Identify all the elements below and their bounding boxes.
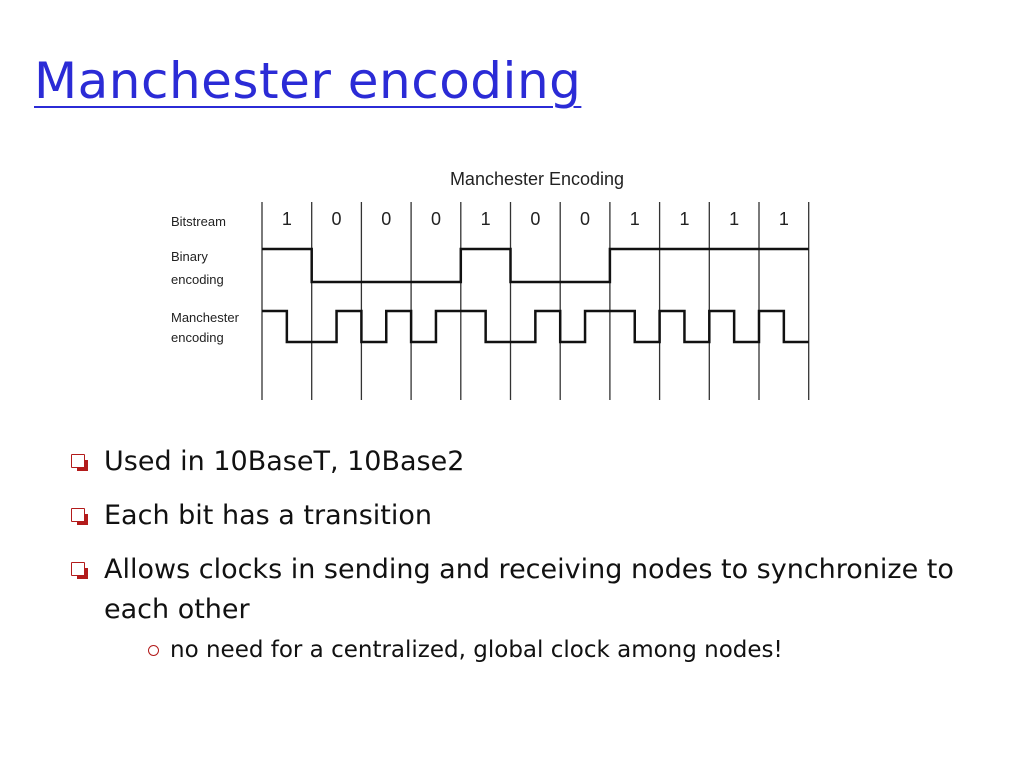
- manchester-diagram: Manchester Encoding Bitstream Binary enc…: [160, 160, 820, 410]
- diagram-canvas: Manchester Encoding Bitstream Binary enc…: [171, 169, 810, 400]
- bullet-list: Used in 10BaseT, 10Base2 Each bit has a …: [68, 442, 968, 666]
- slide-title: Manchester encoding: [34, 52, 582, 110]
- label-binary-1: Binary: [171, 249, 208, 264]
- bit-label: 1: [779, 209, 789, 229]
- bit-label: 0: [431, 209, 441, 229]
- binary-waveform: [262, 247, 809, 284]
- checkbox-bullet-icon: [71, 562, 88, 579]
- bit-label: 0: [580, 209, 590, 229]
- bit-label: 0: [332, 209, 342, 229]
- bit-label: 1: [679, 209, 689, 229]
- label-bitstream: Bitstream: [171, 214, 226, 229]
- bit-label: 1: [729, 209, 739, 229]
- sub-bullet-text: no need for a centralized, global clock …: [170, 637, 783, 663]
- diagram-heading: Manchester Encoding: [450, 169, 624, 189]
- bit-label: 1: [282, 209, 292, 229]
- bullet-item: Allows clocks in sending and receiving n…: [68, 550, 968, 630]
- bullet-text: Each bit has a transition: [104, 500, 433, 531]
- label-binary-2: encoding: [171, 272, 224, 287]
- bullet-text: Used in 10BaseT, 10Base2: [104, 446, 465, 477]
- bullet-item: Each bit has a transition: [68, 496, 968, 536]
- bit-labels: 1 0 0 0 1 0 0 1 1 1 1: [282, 209, 789, 229]
- label-manchester-1: Manchester: [171, 310, 240, 325]
- bit-label: 0: [381, 209, 391, 229]
- bit-label: 1: [630, 209, 640, 229]
- bullet-text: Allows clocks in sending and receiving n…: [104, 554, 954, 625]
- bullet-item: Used in 10BaseT, 10Base2: [68, 442, 968, 482]
- bit-label: 1: [481, 209, 491, 229]
- bit-boundary-lines: [261, 202, 810, 400]
- checkbox-bullet-icon: [71, 454, 88, 471]
- circle-bullet-icon: [148, 645, 159, 656]
- sub-bullet-item: no need for a centralized, global clock …: [148, 634, 968, 666]
- manchester-waveform: [262, 309, 809, 344]
- label-manchester-2: encoding: [171, 330, 224, 345]
- bit-label: 0: [530, 209, 540, 229]
- checkbox-bullet-icon: [71, 508, 88, 525]
